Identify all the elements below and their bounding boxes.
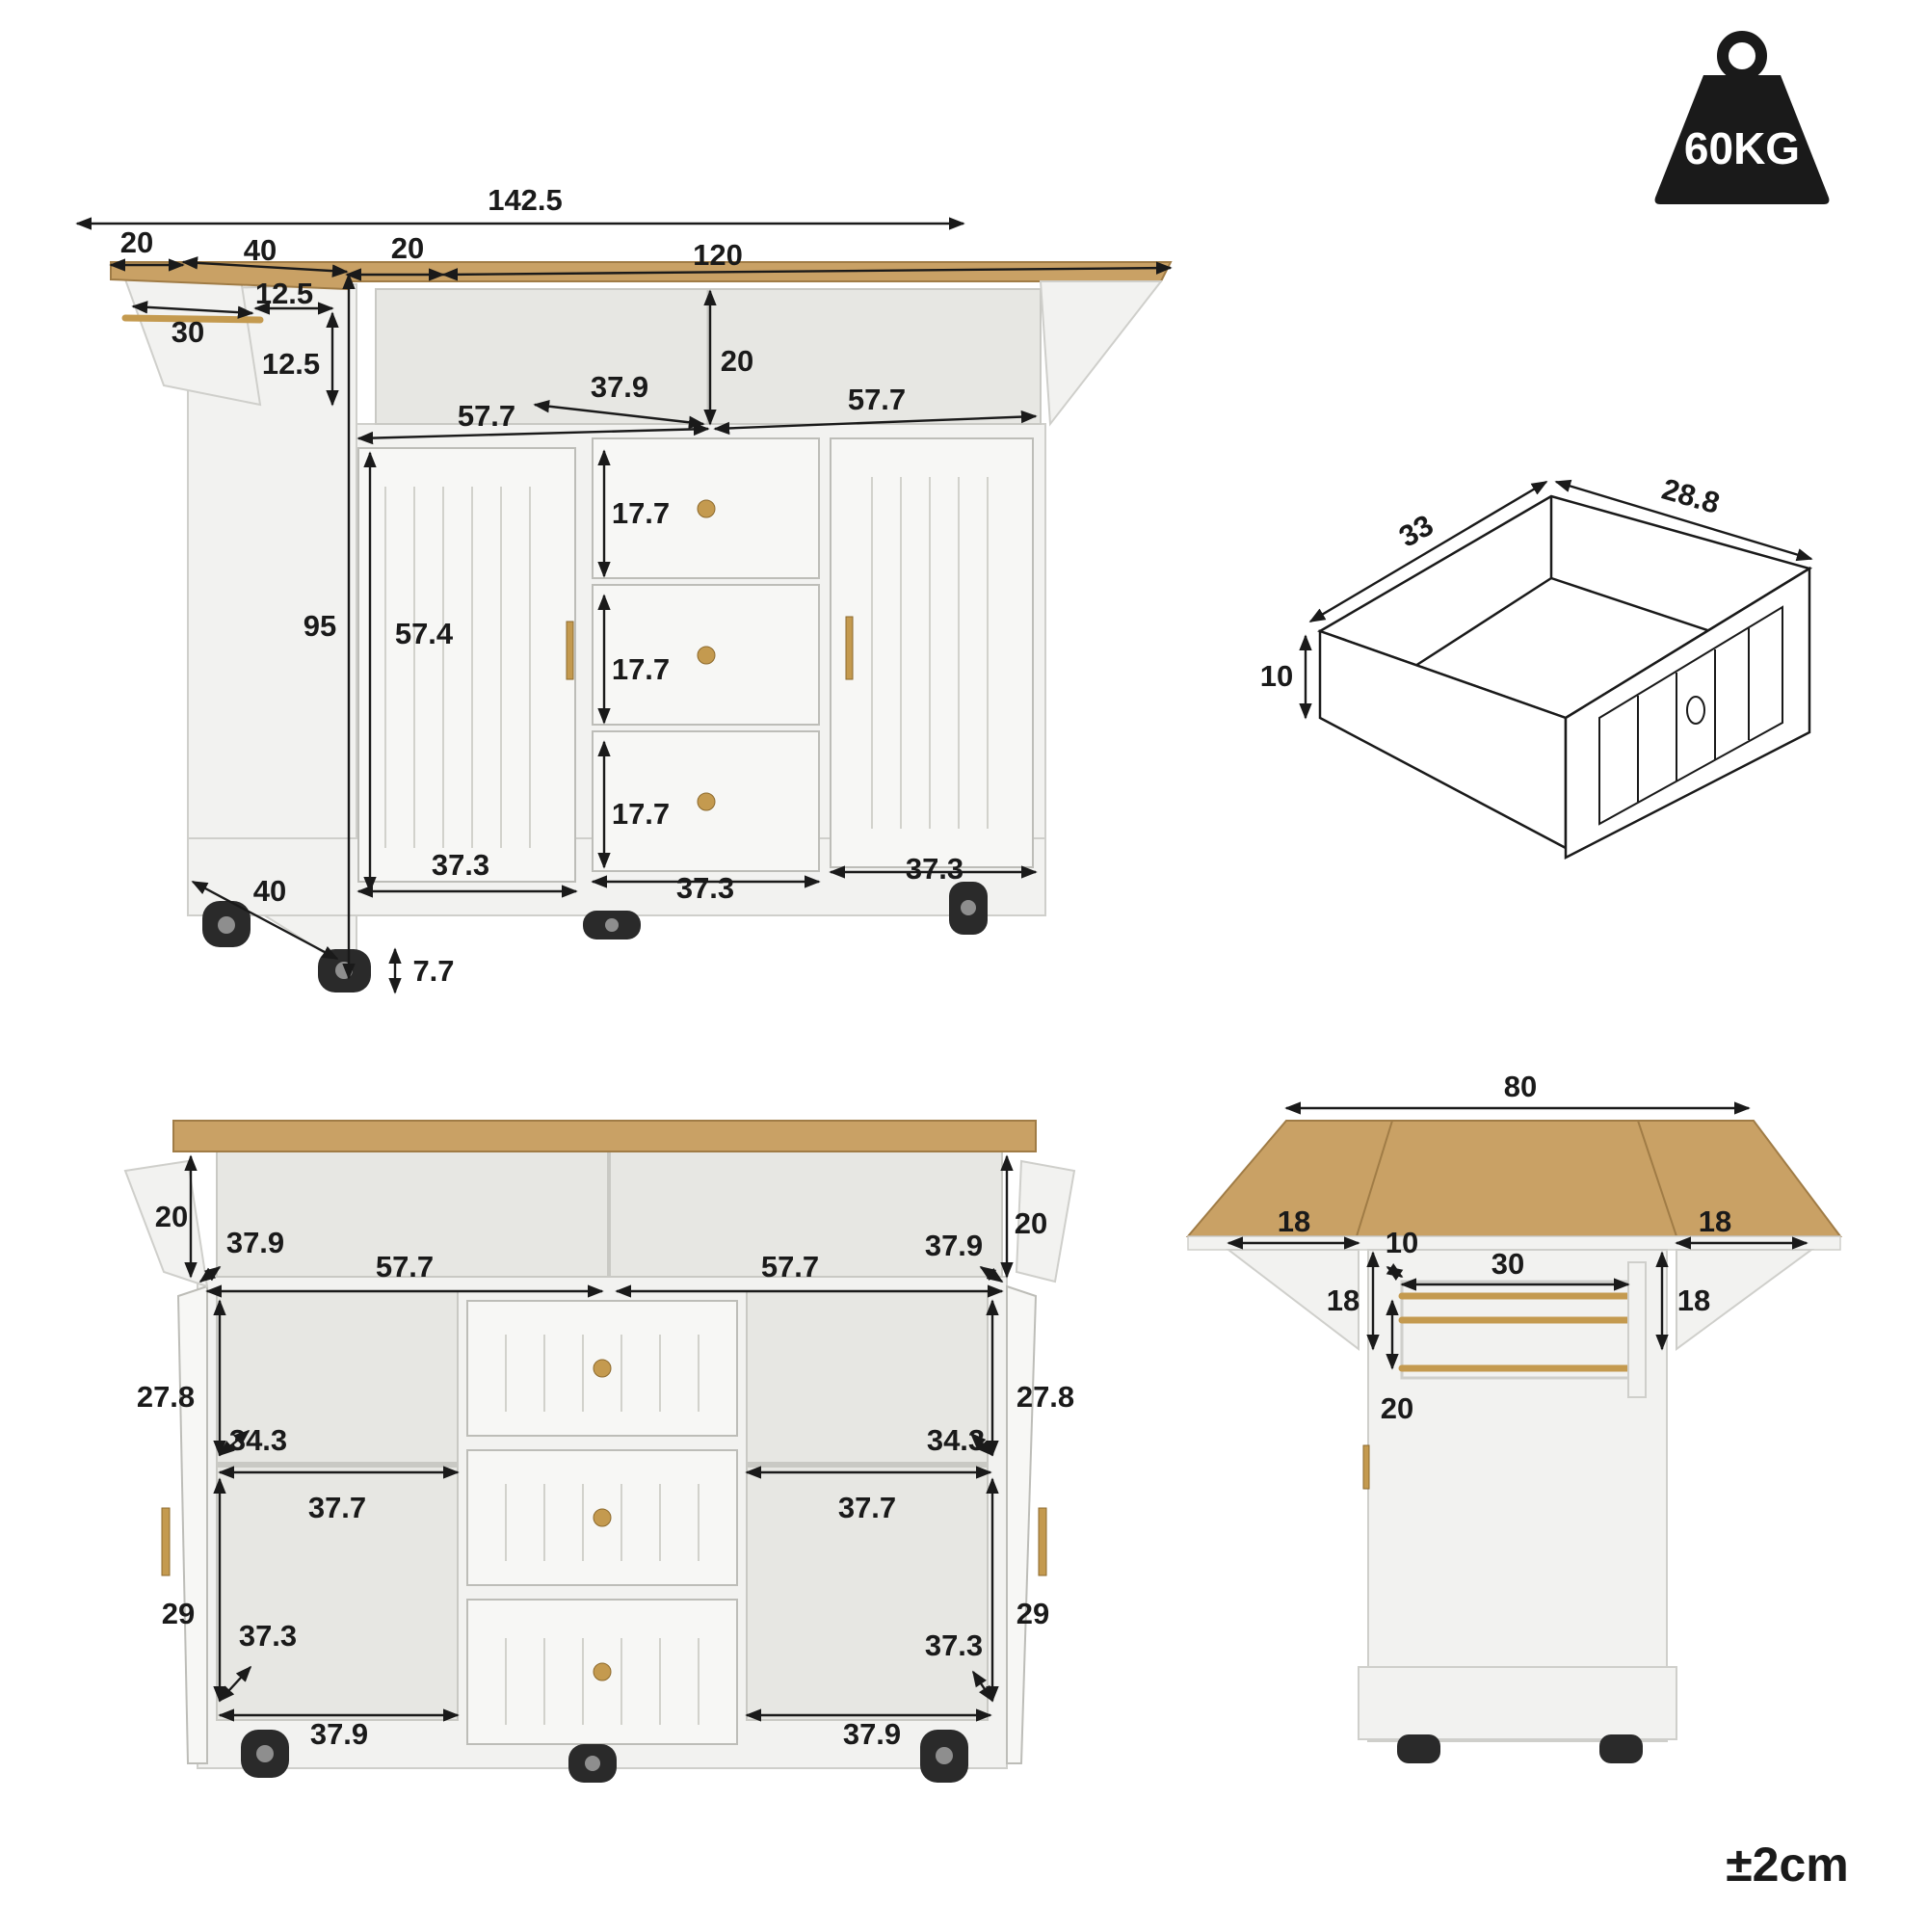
open-wheels bbox=[241, 1730, 968, 1783]
front-drawers-width: 37.3 bbox=[676, 871, 734, 905]
side-right-rack-height: 18 bbox=[1677, 1284, 1710, 1317]
front-drawer-middle-knob bbox=[697, 646, 716, 665]
side-leaf-right: 18 bbox=[1699, 1204, 1731, 1238]
open-left-upper-width: 37.7 bbox=[308, 1491, 366, 1524]
front-shelf-right-width: 57.7 bbox=[848, 383, 906, 416]
front-shelf-height: 20 bbox=[721, 344, 753, 378]
open-right-upper-depth: 34.3 bbox=[927, 1423, 985, 1457]
open-right-door bbox=[1006, 1284, 1038, 1764]
side-rack-bar-gap: 20 bbox=[1381, 1391, 1413, 1425]
side-rack-offset: 10 bbox=[1386, 1226, 1418, 1259]
front-wheel-height: 7.7 bbox=[412, 954, 454, 988]
open-drawer-bottom-knob bbox=[593, 1662, 612, 1681]
open-shelf-right-width: 57.7 bbox=[761, 1250, 819, 1284]
open-right-shelf-depth: 37.9 bbox=[925, 1229, 983, 1262]
front-right-door-width: 37.3 bbox=[906, 852, 964, 886]
open-left-lower-height: 29 bbox=[162, 1597, 195, 1630]
tolerance-note: ±2cm bbox=[1726, 1838, 1849, 1892]
open-right-lower-depth: 37.3 bbox=[925, 1628, 983, 1662]
open-view: 20 37.9 57.7 57.7 37.9 20 27.8 34.3 37.7… bbox=[123, 1120, 1076, 1783]
open-right-lower-height: 29 bbox=[1016, 1597, 1049, 1630]
front-shelf-left-width: 57.7 bbox=[458, 399, 515, 433]
front-total-width: 142.5 bbox=[488, 183, 563, 217]
front-leaf-right: 20 bbox=[391, 231, 424, 265]
front-drawer-top-height: 17.7 bbox=[612, 496, 670, 530]
front-shelf-depth: 37.9 bbox=[591, 370, 648, 404]
open-shelf-left-width: 57.7 bbox=[376, 1250, 434, 1284]
open-left-door-handle bbox=[161, 1507, 171, 1576]
drawer-width: 28.8 bbox=[1658, 472, 1724, 520]
open-right-shelf-height: 20 bbox=[1015, 1206, 1047, 1240]
front-drawer-bottom-height: 17.7 bbox=[612, 797, 670, 831]
front-left-door-width: 37.3 bbox=[432, 848, 489, 882]
open-left-shelf-height: 20 bbox=[155, 1200, 188, 1233]
open-drawer-top-knob bbox=[593, 1359, 612, 1378]
side-left-rack-height: 18 bbox=[1327, 1284, 1359, 1317]
front-right-door bbox=[830, 437, 1034, 868]
front-base-depth: 40 bbox=[253, 874, 286, 908]
drawer-detail: 33 28.8 10 bbox=[1260, 472, 1813, 860]
open-left-lower-width: 37.9 bbox=[310, 1717, 368, 1751]
front-drawer-middle-height: 17.7 bbox=[612, 652, 670, 686]
front-top-width: 120 bbox=[693, 238, 743, 272]
open-left-lower-depth: 37.3 bbox=[239, 1619, 297, 1653]
open-left-door bbox=[176, 1284, 208, 1764]
side-leaf-left: 18 bbox=[1278, 1204, 1310, 1238]
side-top-width: 80 bbox=[1504, 1070, 1537, 1103]
open-right-compartment bbox=[746, 1290, 989, 1721]
weight-icon bbox=[1654, 75, 1830, 204]
front-right-door-handle bbox=[845, 616, 854, 680]
open-right-upper-width: 37.7 bbox=[838, 1491, 896, 1524]
open-right-upper-height: 27.8 bbox=[1016, 1380, 1074, 1414]
drawer-height: 10 bbox=[1260, 659, 1293, 693]
open-right-lower-width: 37.9 bbox=[843, 1717, 901, 1751]
side-view: 80 18 18 10 30 18 18 20 bbox=[1185, 1070, 1842, 1763]
open-left-upper-depth: 34.3 bbox=[229, 1423, 287, 1457]
open-countertop bbox=[172, 1120, 1037, 1152]
open-right-door-handle bbox=[1038, 1507, 1047, 1576]
front-towel-rack-height: 12.5 bbox=[262, 347, 320, 381]
drawer-depth: 33 bbox=[1393, 508, 1439, 554]
open-left-shelf-depth: 37.9 bbox=[226, 1226, 284, 1259]
side-wheels bbox=[1397, 1734, 1643, 1763]
front-towel-rack-length: 30 bbox=[172, 315, 204, 349]
weight-label: 60KG bbox=[1684, 123, 1800, 173]
weight-badge: 60KG bbox=[1654, 31, 1830, 204]
front-left-door-handle bbox=[566, 621, 574, 680]
open-left-upper-height: 27.8 bbox=[137, 1380, 195, 1414]
drawer-knob-icon bbox=[1686, 696, 1705, 725]
front-total-height: 95 bbox=[304, 609, 336, 643]
front-leaf-left: 20 bbox=[120, 225, 153, 259]
side-rack-width: 30 bbox=[1491, 1247, 1524, 1281]
front-drawer-top-knob bbox=[697, 499, 716, 518]
front-left-door bbox=[357, 447, 576, 883]
open-drawer-middle-knob bbox=[593, 1508, 612, 1527]
side-cabinet-body bbox=[1367, 1249, 1668, 1742]
open-left-compartment bbox=[216, 1290, 459, 1721]
front-towel-rack-gap: 12.5 bbox=[255, 277, 313, 310]
front-door-height: 57.4 bbox=[395, 617, 454, 650]
front-top-depth: 40 bbox=[244, 233, 277, 267]
weight-handle-icon bbox=[1717, 31, 1767, 81]
front-view: 142.5 20 40 20 120 12.5 30 12.5 20 37.9 … bbox=[75, 183, 1173, 994]
front-drawer-bottom-knob bbox=[697, 792, 716, 811]
